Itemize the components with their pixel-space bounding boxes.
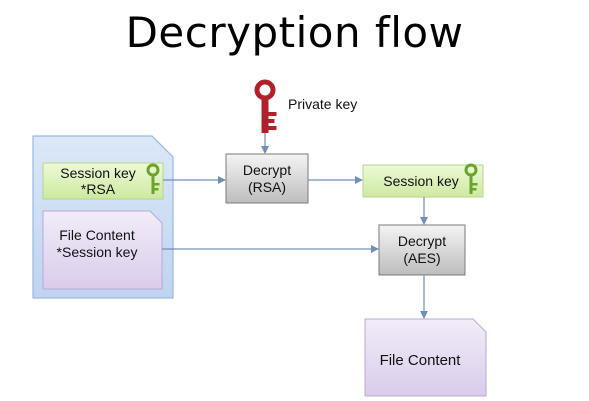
encrypted-file-content-label: File Content [59,227,135,243]
decrypt-rsa-label: Decrypt [243,162,291,178]
encrypted-session-key-label: Session key [60,165,135,181]
decrypt-aes-label: Decrypt [398,233,446,249]
encrypted-session-key-sublabel: *RSA [81,181,116,197]
key-icon [146,163,160,194]
encrypted-file-content-sublabel: *Session key [57,244,138,260]
decrypt-aes-sublabel: (AES) [403,250,440,266]
decrypt-aes-box [378,224,466,276]
decrypt-rsa-box [225,153,309,204]
encrypted-file-content-box [42,210,163,290]
key-icon [464,163,478,194]
file-content-label: File Content [380,352,462,369]
session-key-box [362,164,484,198]
page-title: Decryption flow [125,8,464,57]
key-icon [254,79,277,133]
session-key-label: Session key [383,173,458,189]
file-content-box [364,318,487,397]
encrypted-session-key-box [42,162,164,200]
private-key-label: Private key [288,96,357,112]
decrypt-rsa-sublabel: (RSA) [248,179,286,195]
